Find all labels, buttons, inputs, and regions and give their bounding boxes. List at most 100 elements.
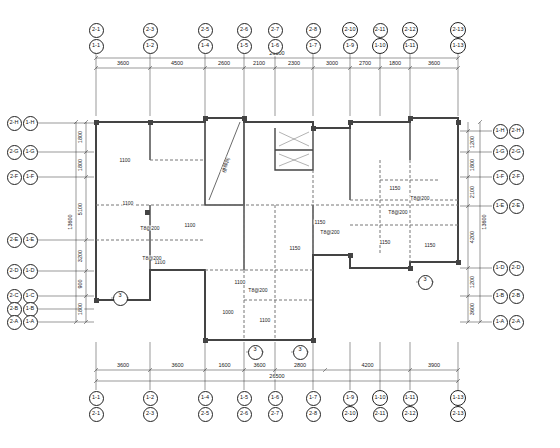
marker-number: 3 xyxy=(253,347,256,353)
axis-label: 1-4 xyxy=(201,395,209,401)
axis-bubble: 1-7 xyxy=(306,39,321,54)
axis-label: 1-A xyxy=(496,319,505,325)
axis-label: 1-11 xyxy=(405,43,416,49)
axis-bubble: 2-13 xyxy=(450,22,466,38)
axis-bubble: 1-5 xyxy=(237,39,252,54)
section-marker: 3 xyxy=(293,345,308,360)
axis-label: 1-1 xyxy=(92,395,100,401)
marker-number: 3 xyxy=(298,347,301,353)
walls xyxy=(96,118,458,340)
axis-label: 1-5 xyxy=(240,43,248,49)
axis-bubble: 2-G xyxy=(509,145,524,160)
axis-bubble: 1-4 xyxy=(198,391,213,406)
dimension-text: 3600 xyxy=(170,363,184,369)
dimension-text: 2300 xyxy=(287,61,301,67)
slab-note: T8@200 xyxy=(139,226,160,231)
slab-note: 1150 xyxy=(389,186,402,191)
axis-label: 2-5 xyxy=(201,411,209,417)
axis-bubble: 2-8 xyxy=(306,23,321,38)
axis-bubble: 1-11 xyxy=(403,391,418,406)
stair-diagonal xyxy=(209,122,240,200)
slab-note: 1100 xyxy=(119,158,132,163)
axis-bubble: 2-D xyxy=(509,261,524,276)
axis-label: 2-D xyxy=(512,265,521,271)
dimension-text: 3200 xyxy=(78,248,84,262)
axis-label: 1-B xyxy=(496,293,505,299)
dimension-text: 2600 xyxy=(217,61,231,67)
axis-bubble: 2-1 xyxy=(89,407,104,422)
dimension-text: 13600 xyxy=(482,213,488,230)
axis-bubble: 1-6 xyxy=(268,391,283,406)
dimension-text: 3900 xyxy=(427,363,441,369)
dimension-text: 5100 xyxy=(78,201,84,215)
axis-bubble: 2-F xyxy=(7,170,22,185)
axis-label: 1-B xyxy=(26,306,35,312)
dimension-text: 900 xyxy=(78,278,84,289)
axis-bubble: 2-H xyxy=(509,124,524,139)
slab-note: 1100 xyxy=(122,201,135,206)
dimension-text: 3600 xyxy=(252,363,266,369)
columns xyxy=(94,116,461,343)
axis-label: 2-B xyxy=(512,293,521,299)
axis-bubble: 2-10 xyxy=(342,22,358,38)
axis-bubble: 1-E xyxy=(23,233,38,248)
dimension-text: 3600 xyxy=(427,61,441,67)
axis-bubble: 2-11 xyxy=(373,23,388,38)
axis-label: 2-10 xyxy=(344,27,355,33)
axis-bubble: 1-G xyxy=(23,145,38,160)
axis-bubble: 1-9 xyxy=(343,391,358,406)
axis-bubble: 2-A xyxy=(7,315,22,330)
dimension-text: 4200 xyxy=(470,230,476,244)
slab-note: 1150 xyxy=(424,243,437,248)
axis-bubble: 1-F xyxy=(493,170,508,185)
axis-label: 2-10 xyxy=(344,411,355,417)
axis-bubble: 1-5 xyxy=(237,391,252,406)
axis-bubble: 2-8 xyxy=(306,407,321,422)
axis-label: 2-7 xyxy=(271,411,279,417)
dimension-text: 1600 xyxy=(217,363,231,369)
axis-label: 2-H xyxy=(10,120,19,126)
axis-bubble: 1-6 xyxy=(268,39,283,54)
dimension-text: 1800 xyxy=(78,130,84,144)
axis-bubble: 2-7 xyxy=(268,23,283,38)
axis-bubble: 1-9 xyxy=(343,39,358,54)
axis-label: 2-1 xyxy=(92,27,100,33)
axis-bubble: 2-H xyxy=(7,116,22,131)
slab-note: 1150 xyxy=(289,246,302,251)
axis-label: 2-F xyxy=(512,174,520,180)
axis-bubble: 1-7 xyxy=(306,391,321,406)
axis-bubble: 2-F xyxy=(509,170,524,185)
axis-label: 2-6 xyxy=(240,27,248,33)
dimension-text: 4200 xyxy=(360,363,374,369)
dimension-text: 2800 xyxy=(293,363,307,369)
axis-bubble: 2-1 xyxy=(89,23,104,38)
axis-label: 1-6 xyxy=(271,395,279,401)
slab-note: 1000 xyxy=(221,310,234,315)
axis-label: 1-2 xyxy=(146,43,154,49)
dimension-text: 2700 xyxy=(358,61,372,67)
axis-bubble: 1-10 xyxy=(372,390,388,406)
dimension-text: 1800 xyxy=(78,302,84,316)
axis-bubble: 1-1 xyxy=(89,391,104,406)
axis-label: 2-C xyxy=(10,293,19,299)
axis-bubble: 2-3 xyxy=(143,23,158,38)
axis-label: 2-B xyxy=(10,306,19,312)
axis-label: 1-G xyxy=(25,149,34,155)
axis-bubble: 1-1 xyxy=(89,39,104,54)
axis-label: 2-5 xyxy=(201,27,209,33)
dimension-text: 13600 xyxy=(68,213,74,230)
dimension-text: 1200 xyxy=(470,134,476,148)
slab-note: 1100 xyxy=(259,318,272,323)
axis-label: 1-F xyxy=(496,174,504,180)
axis-bubble: 1-A xyxy=(23,315,38,330)
slab-note: 1150 xyxy=(314,220,327,225)
section-marker: 3 xyxy=(113,291,128,306)
axis-label: 2-A xyxy=(10,319,19,325)
axis-label: 2-D xyxy=(10,268,19,274)
axis-bubble: 1-2 xyxy=(143,39,158,54)
slab-note: T8@200 xyxy=(409,196,430,201)
section-marker: 3 xyxy=(418,275,433,290)
axis-bubble: 1-10 xyxy=(372,38,388,54)
axis-label: 1-10 xyxy=(374,43,385,49)
